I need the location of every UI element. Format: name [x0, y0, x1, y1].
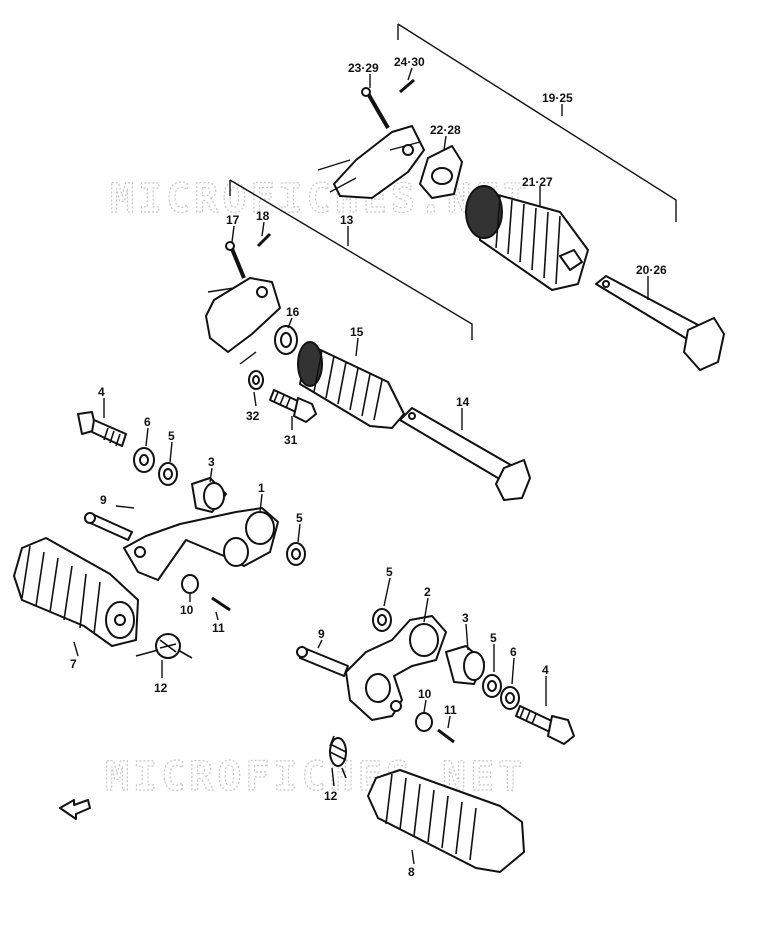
callout-4-right: 4 [542, 663, 549, 677]
pin-9-left [84, 512, 133, 541]
callout-9-left: 9 [100, 493, 107, 507]
pin-23-29 [361, 87, 390, 130]
callout-5-left-a: 5 [168, 429, 175, 443]
callout-11-left: 11 [212, 621, 225, 635]
bracket-2 [345, 615, 447, 721]
callout-5-right-a: 5 [386, 565, 393, 579]
callout-19-25: 19·25 [542, 91, 573, 105]
bracket-19-25 [397, 23, 677, 222]
washer-16 [274, 325, 298, 355]
plate-22-28 [419, 145, 463, 199]
cotter-pin-11-left [211, 596, 231, 612]
callout-31: 31 [284, 433, 298, 447]
washer-32 [248, 370, 264, 390]
cotter-pin-18 [256, 232, 272, 248]
washer-5-right-b [482, 674, 502, 698]
callout-5-left-b: 5 [296, 511, 303, 525]
bolt-31 [269, 389, 317, 423]
washer-5-left-a [158, 462, 178, 486]
callout-labels: 23·29 24·30 19·25 22·28 21·27 20·26 17 1… [70, 55, 667, 879]
spring-12-right [329, 735, 347, 779]
bracket-13 [229, 179, 473, 340]
callout-12-left: 12 [154, 681, 168, 695]
cotter-pin-24-30 [399, 78, 415, 94]
pin-9-right [296, 646, 349, 677]
bolt-4-right [515, 705, 575, 745]
callout-7: 7 [70, 657, 77, 671]
bushing-3-right [445, 645, 485, 685]
callout-2: 2 [424, 585, 431, 599]
washer-10-right [415, 712, 433, 732]
callout-17: 17 [226, 213, 240, 227]
callout-24-30: 24·30 [394, 55, 425, 69]
washer-10-left [181, 574, 199, 594]
callout-23-29: 23·29 [348, 61, 379, 75]
callout-16: 16 [286, 305, 300, 319]
callout-6-left: 6 [144, 415, 151, 429]
washer-5-right-a [372, 608, 392, 632]
callout-3-right: 3 [462, 611, 469, 625]
callout-10-left: 10 [180, 603, 194, 617]
bracket-part-19-25 [317, 125, 425, 199]
callout-10-right: 10 [418, 687, 432, 701]
callout-6-right: 6 [510, 645, 517, 659]
callout-32: 32 [246, 409, 260, 423]
callout-20-26: 20·26 [636, 263, 667, 277]
callout-21-27: 21·27 [522, 175, 553, 189]
callout-12-right: 12 [324, 789, 338, 803]
footrest-rubber-8 [367, 769, 525, 873]
washer-5-left-b [286, 542, 306, 566]
callout-5-right-b: 5 [490, 631, 497, 645]
pin-17 [225, 241, 246, 279]
bracket-1 [123, 507, 279, 581]
callout-11-right: 11 [444, 703, 457, 717]
callout-1: 1 [258, 481, 265, 495]
callout-8: 8 [408, 865, 415, 879]
watermark-top: MICROFICHES.NET [110, 176, 531, 222]
footrest-rubber-15 [297, 341, 405, 429]
washer-6-right [500, 686, 520, 710]
callout-18: 18 [256, 209, 270, 223]
washer-6-left [133, 447, 155, 473]
bushing-3-left [191, 477, 227, 513]
bracket-part-13 [205, 277, 281, 365]
callout-15: 15 [350, 325, 364, 339]
leader-lines [73, 67, 649, 865]
footrest-rubber-7 [13, 537, 139, 647]
callout-22-28: 22·28 [430, 123, 461, 137]
cotter-pin-11-right [437, 728, 455, 744]
callout-4-left: 4 [98, 385, 105, 399]
footrest-rubber-21-27 [465, 185, 589, 291]
callout-9-right: 9 [318, 627, 325, 641]
bolt-4-left [77, 411, 127, 447]
callout-13: 13 [340, 213, 354, 227]
spring-12-left [135, 633, 193, 659]
callout-14: 14 [456, 395, 470, 409]
front-direction-arrow-icon [59, 799, 91, 820]
footrest-bar-14 [399, 407, 531, 501]
footrest-bar-20-26 [595, 275, 725, 371]
callout-3-left: 3 [208, 455, 215, 469]
